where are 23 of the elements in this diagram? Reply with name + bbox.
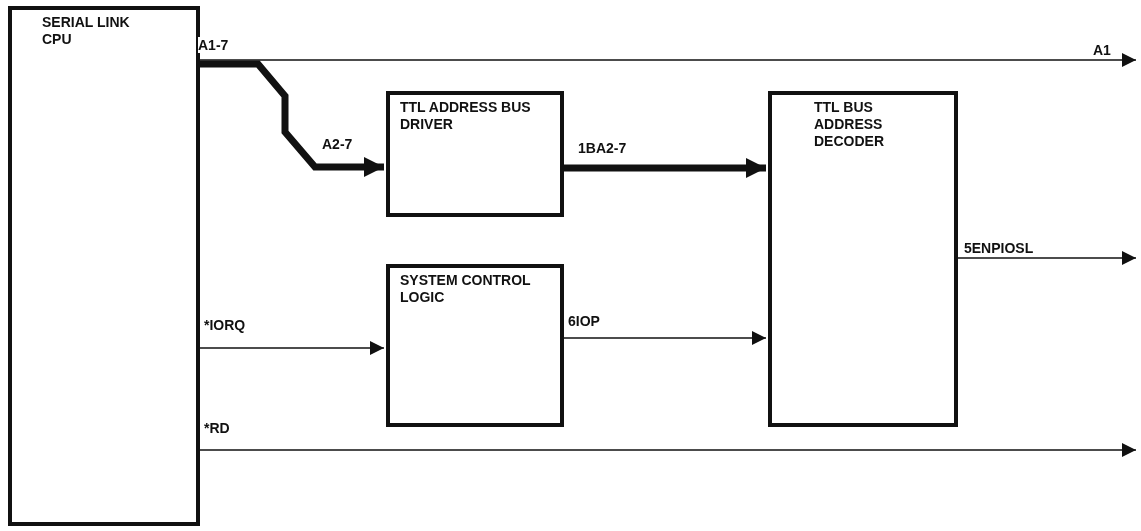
block-box [386,91,564,217]
block-box [768,91,958,427]
bus-arrow [200,60,384,177]
signal-arrow [199,53,1137,67]
bus-label: A1-7 [198,37,229,53]
block-label: SERIAL LINK CPU [42,14,131,48]
bus-arrow [564,158,766,178]
signal-arrow [199,443,1137,457]
signal-label: 1BA2-7 [578,140,627,156]
signal-arrow [199,341,385,355]
block-label: TTL ADDRESS BUS DRIVER [400,99,532,133]
signal-label: *IORQ [204,317,246,333]
block-box [386,264,564,427]
signal-arrow [957,251,1137,265]
signal-label: *RD [204,420,230,436]
signal-label: A1 [1093,42,1111,58]
signal-label: 6IOP [568,313,600,329]
block-box [8,6,200,526]
block-label: SYSTEM CONTROL LOGIC [400,272,532,306]
signal-label: 5ENPIOSL [964,240,1034,256]
signal-label: A2-7 [322,136,353,152]
block-label: TTL BUS ADDRESS DECODER [814,99,885,150]
signal-arrow [563,331,767,345]
